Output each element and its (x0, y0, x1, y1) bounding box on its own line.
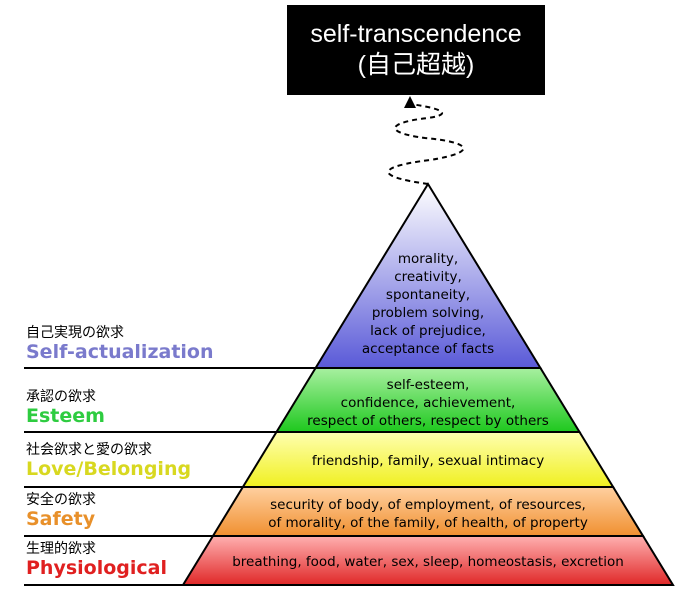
tier-text-line: respect of others, respect by others (307, 413, 549, 429)
tier-text-line: creativity, (394, 269, 462, 285)
level-label-jp: 社会欲求と愛の欲求 (26, 442, 152, 458)
dashed-spiral (387, 103, 465, 185)
self-transcendence-title: self-transcendence (310, 20, 522, 48)
tier-text-line: problem solving, (371, 305, 485, 321)
pyramid-tier-physiological (181, 535, 675, 586)
tier-text-line: morality, (397, 251, 459, 267)
tier-text-line: friendship, family, sexual intimacy (311, 453, 545, 469)
tier-text-line: of morality, of the family, of health, o… (268, 515, 588, 531)
tier-text-self-actualization: morality, creativity, spontaneity, problem … (362, 250, 494, 358)
tier-text-line: self-esteem, (386, 377, 470, 393)
tier-text-physiological: breathing, food, water, sex, sleep, home… (232, 553, 624, 571)
self-transcendence-subtitle: (自己超越) (357, 51, 475, 79)
tier-text-safety: security of body, of employment, of reso… (268, 496, 588, 532)
level-label-en: Love/Belonging (26, 458, 192, 480)
level-label-en: Physiological (26, 557, 167, 579)
tier-text-line: security of body, of employment, of reso… (270, 497, 586, 513)
tier-text-line: lack of prejudice, (370, 323, 486, 339)
level-label-en: Safety (26, 508, 96, 530)
level-label-jp: 自己実現の欲求 (26, 325, 124, 341)
tier-text-line: breathing, food, water, sex, sleep, home… (232, 554, 624, 570)
tier-text-esteem: self-esteem, confidence, achievement, resp… (307, 376, 549, 430)
level-label-en: Self-actualization (26, 341, 214, 363)
level-label-jp: 承認の欲求 (26, 389, 96, 405)
tier-text-love-belonging: friendship, family, sexual intimacy (312, 452, 544, 470)
tier-text-line: spontaneity, (385, 287, 471, 303)
self-transcendence-box: self-transcendence (自己超越) (287, 5, 545, 95)
level-label-en: Esteem (26, 405, 105, 427)
tier-text-line: acceptance of facts (361, 341, 495, 357)
tier-text-line: confidence, achievement, (340, 395, 516, 411)
level-label-jp: 安全の欲求 (26, 492, 96, 508)
arrow-up-icon (404, 96, 416, 108)
level-label-jp: 生理的欲求 (26, 541, 96, 557)
